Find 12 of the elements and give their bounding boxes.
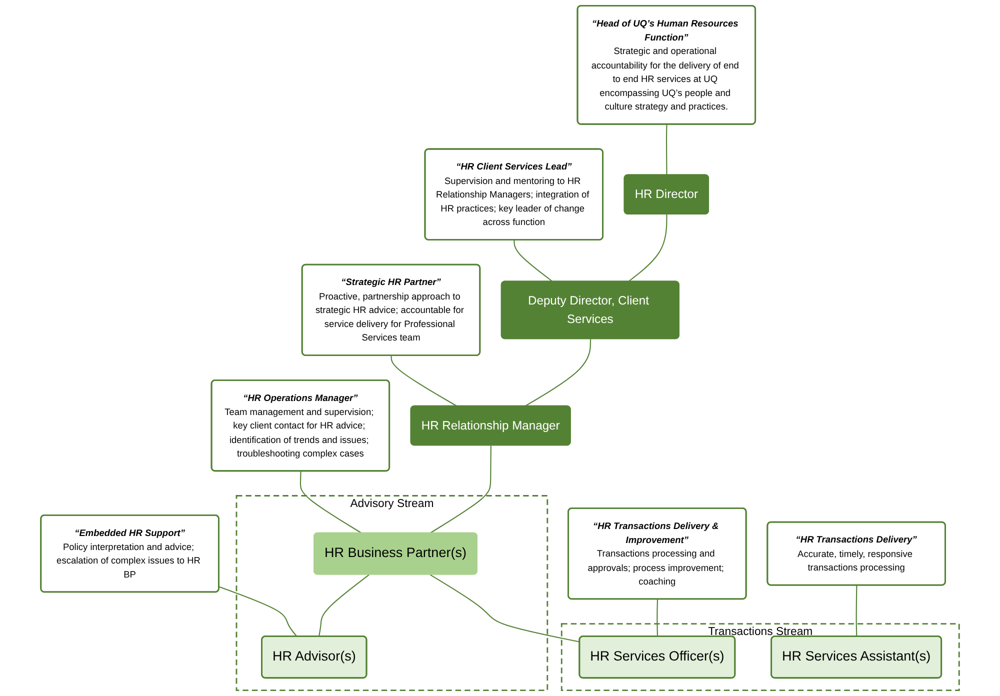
connector [430,446,492,534]
connector [218,586,298,637]
connector [656,599,658,637]
connector [300,471,362,534]
connector [390,356,458,407]
connector [514,240,553,282]
connector [856,585,858,637]
connector [318,574,370,637]
connector [666,124,668,175]
connector [524,339,592,407]
connector [430,574,580,642]
connector [628,214,668,282]
